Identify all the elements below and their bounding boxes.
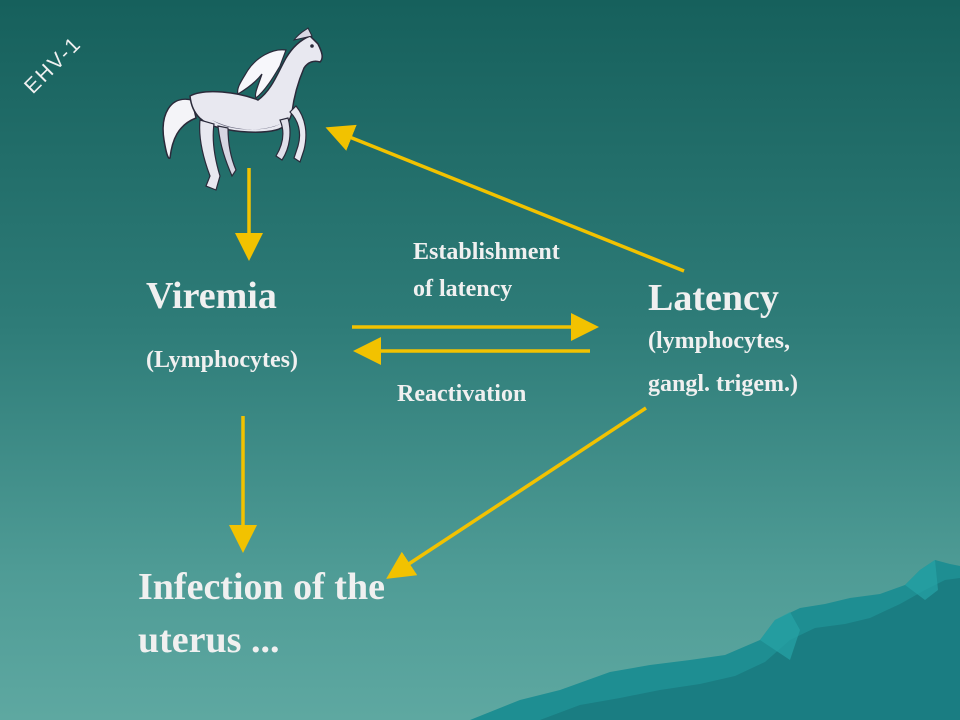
- node-viremia-title: Viremia: [146, 275, 277, 317]
- arrow-latency-to-horse: [325, 124, 685, 273]
- mountain-ridge: [760, 560, 938, 660]
- edge-establishment-line2: of latency: [413, 276, 513, 302]
- arrow-latency-to-infection: [386, 406, 647, 579]
- node-latency-title: Latency: [648, 277, 779, 319]
- mountain-front: [540, 578, 960, 720]
- node-viremia-subtitle: (Lymphocytes): [146, 347, 298, 373]
- node-infection-line1: Infection of the: [138, 566, 385, 608]
- node-latency-subtitle-line2: gangl. trigem.): [648, 371, 798, 397]
- node-infection-line2: uterus ...: [138, 619, 280, 661]
- edge-reactivation-label: Reactivation: [397, 381, 527, 407]
- node-latency-subtitle-line1: (lymphocytes,: [648, 328, 790, 354]
- edge-establishment-line1: Establishment: [413, 239, 560, 265]
